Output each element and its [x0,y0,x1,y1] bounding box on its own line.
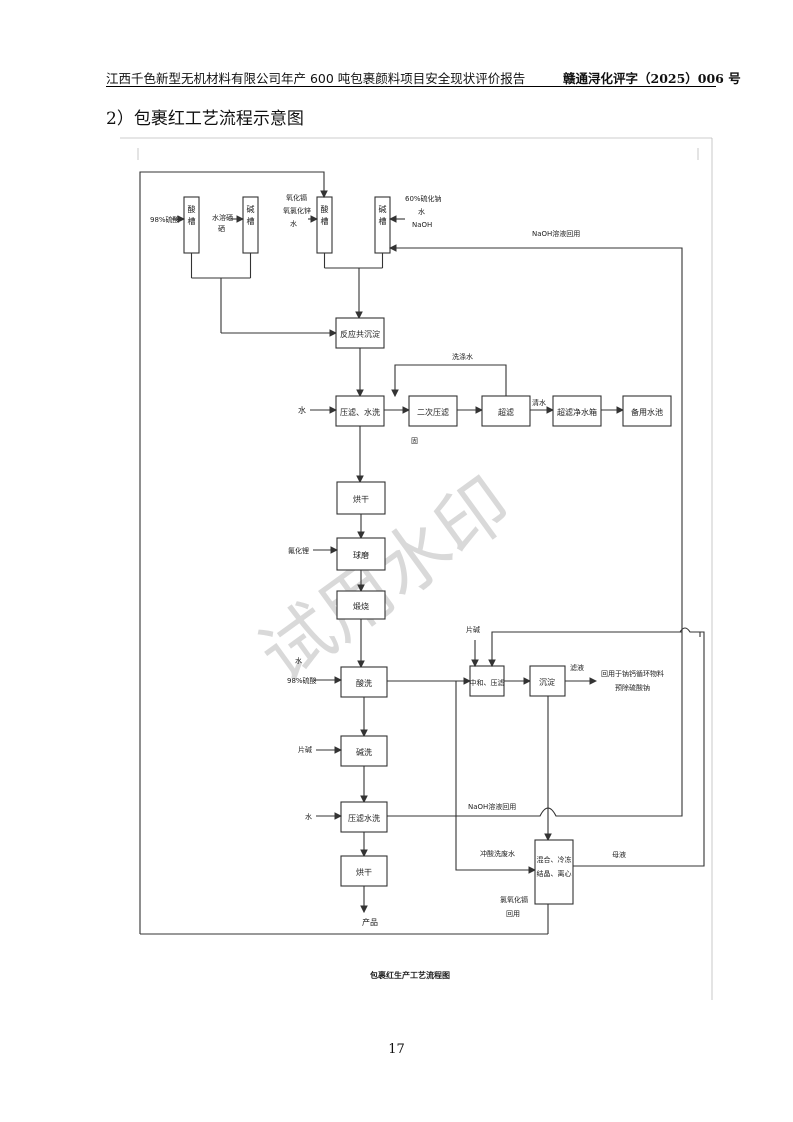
alkali-tank-1-label: 碱槽 [247,205,255,226]
reaction-label: 反应共沉淀 [340,329,380,339]
header-report-title: 江西千色新型无机材料有限公司年产 600 吨包裹颜料项目安全现状评价报告 [106,71,526,86]
cd-oxide-label: 氧化镉氧氯化锌水 [283,193,311,228]
water-small-label: 水 [295,656,302,665]
calcine-label: 煅烧 [353,601,369,611]
mother-liquor-label: 母液 [612,850,626,859]
dry-1-label: 烘干 [353,494,369,504]
clear-water-label: 清水 [532,398,546,407]
header-divider [106,86,716,87]
standby-pool-label: 备用水池 [631,407,663,417]
acid-tank-1-label: 酸槽 [188,204,196,226]
ball-mill-box [336,537,386,571]
acid-wash-water-label: 冲酸洗废水 [480,849,515,858]
flake-alkali-mid-label: 片碱 [298,745,312,754]
filter-water-wash-label: 压滤水洗 [348,813,380,823]
mix-crystal-box [534,839,574,905]
sulfuric-98-mid-label: 98%硫酸 [287,676,317,685]
cd-recycle-label: 氯氧化镉回用 [500,895,528,918]
header-document-number: 赣通浔化评字（2025）006 号 [563,71,741,86]
settle-box [529,665,566,697]
naoh-return-mid-label: NaOH溶液回用 [468,802,516,811]
fluoride-label: 氟化锂 [288,546,309,555]
ultra-purifier-label: 超滤净水箱 [557,407,597,417]
dry-2-label: 烘干 [356,867,372,877]
ultrafilter-label: 超滤 [498,407,514,417]
neutralize-label: 中和、压滤 [470,678,505,687]
solid-label: 固 [411,437,418,445]
page-number: 17 [388,1042,405,1057]
filter-wash-label: 压滤、水洗 [340,407,380,417]
standby-pool-box [622,395,672,427]
product-label: 产品 [362,917,378,927]
filtrate-label: 滤液 [570,663,584,672]
second-filter-box [408,395,458,427]
settle-label: 沉淀 [539,677,555,687]
dry-2-box [340,855,388,887]
naoh-return-top-label: NaOH溶液回用 [532,229,580,238]
dry-1-box [336,481,386,515]
sulfuric-98-top-label: 98%硫酸 [150,215,180,224]
alkali-wash-label: 碱洗 [356,747,372,757]
acid-tank-2-label: 酸槽 [321,204,329,226]
ball-mill-label: 球磨 [353,550,369,560]
filter-water-wash-box [340,801,388,833]
acid-wash-label: 酸洗 [356,678,372,688]
section-title: 2）包裹红工艺流程示意图 [106,109,304,129]
alkali-tank-2-label: 碱槽 [379,205,387,226]
water-in-1-label: 水 [298,405,306,415]
water-reagent-label: 水溶硒硒 [212,213,233,233]
mix-crystal-label: 混合、冷冻结晶、离心 [537,855,572,878]
second-filter-label: 二次压滤 [417,407,449,417]
filter-wash-box [335,395,385,427]
water-in-2-label: 水 [305,812,312,821]
diagram-caption: 包裹红生产工艺流程图 [369,970,450,980]
reuse-text-label: 回用于钠钙循环物料预除硫酸钠 [601,669,664,692]
calcine-box [336,590,386,620]
ultra-purifier-box [552,395,602,427]
flake-alkali-top-label: 片碱 [466,625,480,634]
wash-water-label: 洗涤水 [452,352,473,361]
